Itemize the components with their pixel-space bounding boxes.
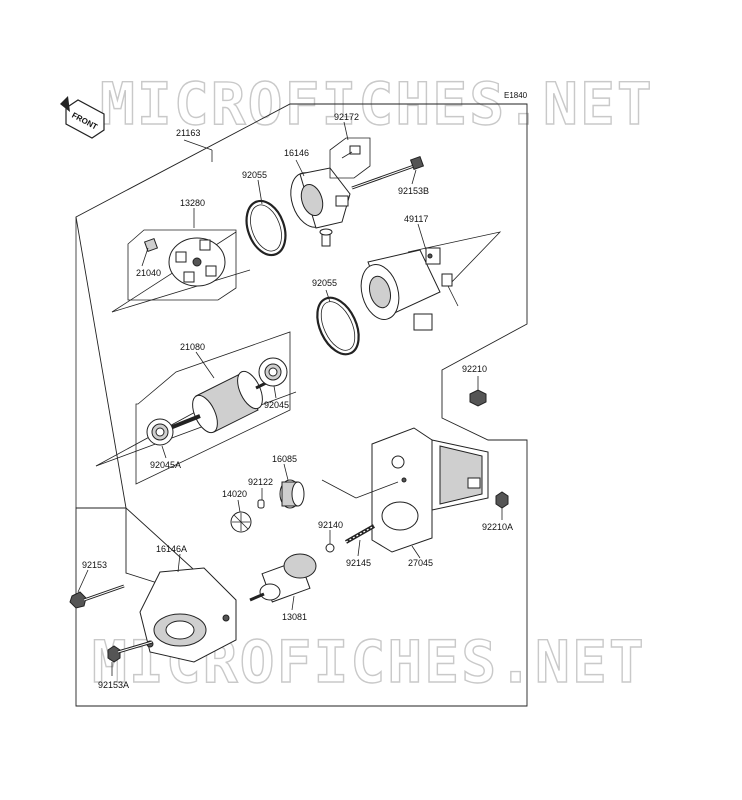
bearing-92045a [146,418,174,446]
screw-under-cover [319,228,333,247]
pin-92122 [257,499,265,509]
label-92172: 92172 [334,112,359,122]
label-13081: 13081 [282,612,307,622]
end-cover-16146 [290,167,351,229]
o-ring-92055-lower [316,296,360,356]
armature-21080 [169,370,277,434]
bolt-92153 [69,584,125,609]
label-92145: 92145 [346,558,371,568]
label-16085: 16085 [272,454,297,464]
screw-92172 [341,145,361,159]
gear-16085 [279,479,305,509]
housing-27045 [371,427,489,553]
brush-plate-13280 [168,237,226,287]
label-92210: 92210 [462,364,487,374]
label-92055-upper: 92055 [242,170,267,180]
label-92153: 92153 [82,560,107,570]
label-27045: 27045 [408,558,433,568]
brush-21040 [143,237,159,253]
diagram-code: E1840 [504,91,528,100]
nut-92210a [495,491,509,509]
label-14020: 14020 [222,489,247,499]
clutch-13081 [249,553,317,603]
bearing-92045 [258,357,288,387]
label-21080: 21080 [180,342,205,352]
nut-92210 [469,389,487,407]
label-92045a: 92045A [150,460,181,470]
label-92210a: 92210A [482,522,513,532]
bolt-92153a [107,640,153,663]
label-92153b: 92153B [398,186,429,196]
label-92045: 92045 [264,400,289,410]
front-housing-16146a [139,567,237,663]
through-bolt-92153b [351,155,425,190]
ball-92140 [325,543,335,553]
label-16146: 16146 [284,148,309,158]
label-21040: 21040 [136,268,161,278]
label-49117: 49117 [404,214,428,224]
label-92122: 92122 [248,477,273,487]
solenoid-49117 [360,247,453,331]
retainer-14020 [230,511,252,533]
label-92140: 92140 [318,520,343,530]
o-ring-92055-upper [245,199,287,257]
label-13280: 13280 [180,198,205,208]
label-16146a: 16146A [156,544,187,554]
label-92153a: 92153A [98,680,129,690]
label-21163: 21163 [176,128,200,138]
spring-92145 [345,524,375,544]
label-92055-lower: 92055 [312,278,337,288]
front-arrow-icon: FRONT [60,96,105,139]
